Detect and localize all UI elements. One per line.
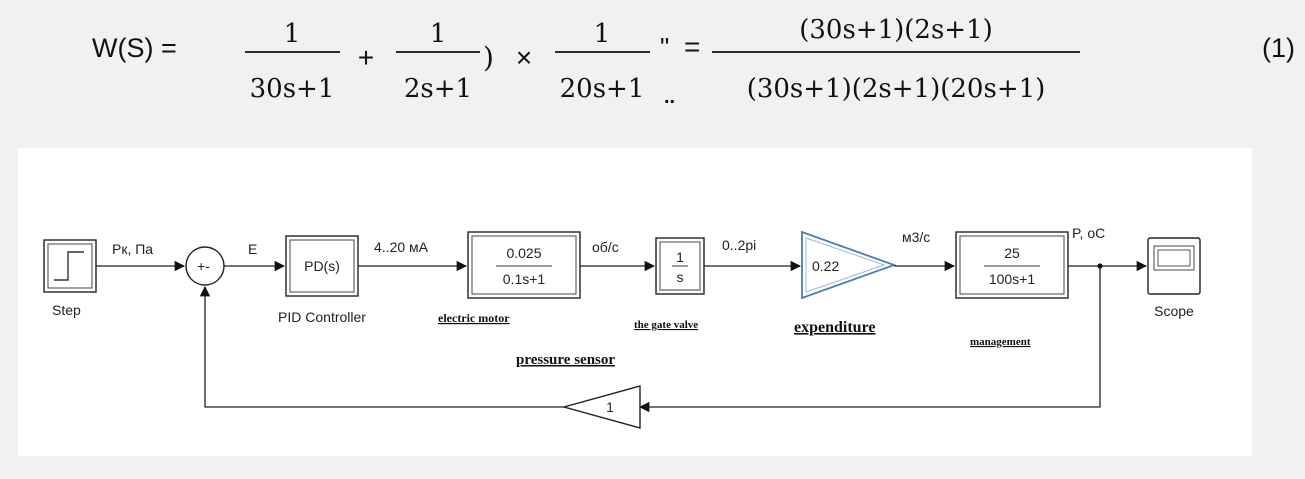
fraction-3-denominator: 20s+1: [560, 74, 645, 104]
management-label: management: [970, 336, 1031, 348]
integrator-denominator: s: [677, 269, 684, 285]
block-diagram-panel: Step Pк, Па +- E PD(s) PID Controller 4.…: [18, 148, 1252, 456]
wire-feedback-to-sum: [199, 285, 564, 408]
scope-label: Scope: [1154, 303, 1194, 319]
management-block[interactable]: 25 100s+1: [955, 231, 1069, 299]
integrator-block[interactable]: 1 s: [655, 237, 705, 295]
step-label: Step: [52, 302, 81, 318]
motor-numerator: 0.025: [506, 245, 541, 261]
signal-label-pi: 0..2pi: [722, 237, 756, 253]
simulink-block-diagram: Step Pк, Па +- E PD(s) PID Controller 4.…: [43, 225, 1201, 429]
management-denominator: 100s+1: [989, 271, 1036, 287]
feedback-gain-block[interactable]: 1: [561, 385, 641, 429]
stray-quote: ": [660, 32, 669, 62]
scope-screen-icon: [1157, 249, 1191, 267]
pid-controller-label: PID Controller: [278, 309, 366, 325]
closing-paren: ): [483, 41, 494, 74]
multiply-sign: ×: [516, 42, 532, 73]
result-denominator: (30s+1)(2s+1)(20s+1): [747, 74, 1046, 104]
gain-block[interactable]: 0.22: [801, 230, 897, 300]
sum-block[interactable]: +-: [185, 246, 225, 286]
equals-sign: =: [684, 31, 700, 62]
fraction-3-numerator: 1: [594, 19, 611, 49]
transfer-function-equation: W(S) = 1 30s+1 + 1 2s+1 ) × 1 20s+1 " ..…: [92, 15, 1295, 108]
signal-label-flow: м3/с: [902, 229, 930, 245]
scope-block[interactable]: [1147, 237, 1201, 295]
equation-number: (1): [1262, 33, 1295, 63]
wire-feedback-out: [638, 266, 1101, 413]
gate-valve-label: the gate valve: [634, 319, 698, 331]
signal-label-e: E: [248, 241, 257, 257]
integrator-numerator: 1: [676, 249, 684, 265]
fraction-1-denominator: 30s+1: [250, 74, 335, 104]
electric-motor-label: electric motor: [438, 311, 510, 325]
sum-signs: +-: [197, 258, 210, 274]
management-numerator: 25: [1004, 245, 1020, 261]
plus-sign: +: [358, 42, 374, 73]
signal-label-pk: Pк, Па: [112, 241, 153, 257]
stray-dots: ..: [664, 86, 675, 108]
electric-motor-block[interactable]: 0.025 0.1s+1: [467, 231, 581, 299]
signal-label-ma: 4..20 мА: [374, 239, 429, 255]
pressure-sensor-label: pressure sensor: [516, 352, 615, 368]
feedback-gain-value: 1: [606, 399, 614, 415]
step-block[interactable]: [43, 239, 97, 293]
pid-block-text: PD(s): [304, 258, 340, 274]
fraction-1-numerator: 1: [284, 19, 301, 49]
motor-denominator: 0.1s+1: [503, 271, 546, 287]
gain-value: 0.22: [812, 258, 839, 274]
fraction-2-denominator: 2s+1: [404, 74, 472, 104]
equation-lhs: W(S) =: [92, 33, 177, 63]
result-numerator: (30s+1)(2s+1): [799, 15, 993, 45]
signal-label-rps: об/с: [592, 239, 619, 255]
step-icon: [54, 251, 84, 281]
fraction-2-numerator: 1: [430, 19, 447, 49]
signal-label-p: P, oC: [1072, 225, 1105, 241]
pid-controller-block[interactable]: PD(s): [285, 235, 359, 297]
expenditure-label: expenditure: [794, 319, 875, 336]
